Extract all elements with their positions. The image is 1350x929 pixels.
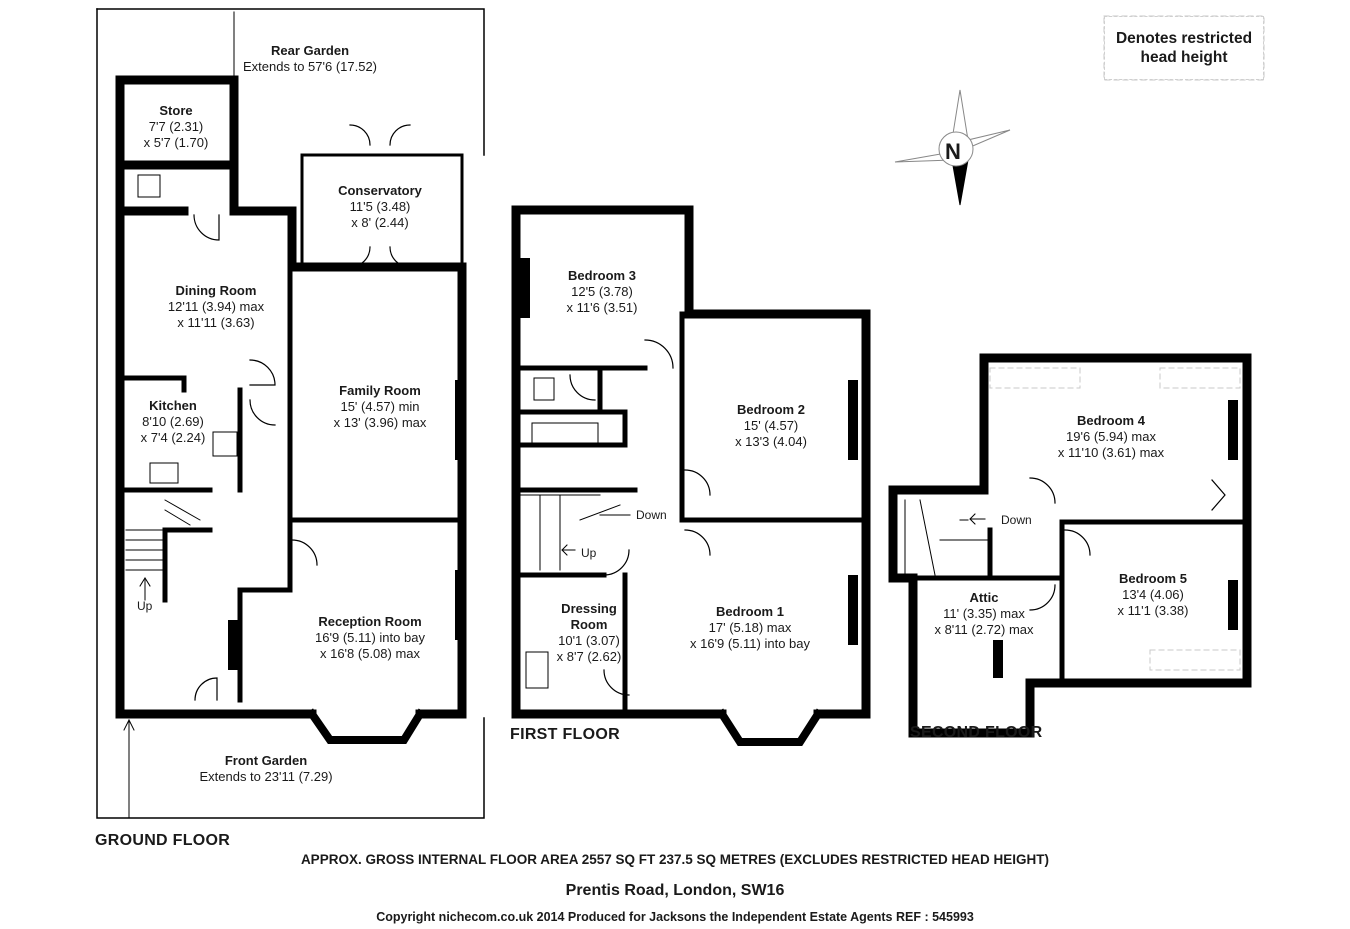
second-doors (1029, 477, 1226, 611)
ground-chimneys (228, 380, 465, 670)
bedroom-2-label: Bedroom 2 15' (4.57) x 13'3 (4.04) (735, 402, 807, 449)
ground-bay (306, 708, 426, 744)
compass-north-label: N (945, 139, 961, 164)
kitchen-label: Kitchen 8'10 (2.69) x 7'4 (2.24) (140, 398, 206, 445)
conservatory-label: Conservatory 11'5 (3.48) x 8' (2.44) (338, 183, 422, 230)
ground-doors (193, 124, 411, 701)
first-up-label: Up (581, 546, 597, 560)
address-text: Prentis Road, London, SW16 (565, 882, 785, 899)
ground-fixtures (137, 174, 238, 484)
ground-floor-title: GROUND FLOOR (95, 832, 231, 849)
bedroom-4-label: Bedroom 4 19'6 (5.94) max x 11'10 (3.61)… (1057, 413, 1165, 460)
compass-icon (894, 89, 1011, 206)
first-floor-title: FIRST FLOOR (510, 726, 620, 743)
bedroom-1-label: Bedroom 1 17' (5.18) max x 16'9 (5.11) i… (689, 604, 811, 651)
ground-stairs (125, 499, 201, 601)
first-fixtures (525, 377, 599, 689)
first-floor-walls (511, 205, 871, 719)
store-label: Store 7'7 (2.31) x 5'7 (1.70) (143, 103, 209, 150)
legend-line-1: Denotes restricted (1115, 30, 1253, 47)
second-stairs (904, 499, 991, 576)
second-down-label: Down (1001, 513, 1032, 527)
floor-area-text: APPROX. GROSS INTERNAL FLOOR AREA 2557 S… (300, 852, 1050, 867)
first-stairs (519, 494, 631, 571)
rear-garden-label: Rear Garden Extends to 57'6 (17.52) (242, 43, 378, 74)
bedroom-5-label: Bedroom 5 13'4 (4.06) x 11'1 (3.38) (1117, 571, 1189, 618)
restricted-height-legend: Denotes restricted head height (1104, 16, 1264, 80)
bedroom-3-label: Bedroom 3 12'5 (3.78) x 11'6 (3.51) (566, 268, 638, 315)
front-garden-label: Front Garden Extends to 23'11 (7.29) (199, 753, 333, 784)
first-doors (569, 339, 711, 696)
first-interior-walls (513, 311, 869, 717)
first-down-label: Down (636, 508, 667, 522)
second-floor-title: SECOND FLOOR (910, 724, 1043, 741)
ground-up-label: Up (137, 599, 153, 613)
reception-room-label: Reception Room 16'9 (5.11) into bay x 16… (315, 614, 425, 661)
second-interior-walls (905, 519, 1250, 686)
ground-interior-walls (119, 264, 465, 703)
first-bay (716, 708, 824, 746)
legend-line-2: head height (1140, 49, 1228, 66)
family-room-label: Family Room 15' (4.57) min x 13' (3.96) … (333, 383, 427, 430)
dressing-room-label: Dressing Room 10'1 (3.07) x 8'7 (2.62) (556, 601, 622, 664)
conservatory-walls (300, 153, 464, 269)
dining-room-label: Dining Room 12'11 (3.94) max x 11'11 (3.… (167, 283, 265, 330)
garden-boundary (96, 8, 485, 819)
copyright-text: Copyright nichecom.co.uk 2014 Produced f… (376, 910, 974, 924)
attic-label: Attic 11' (3.35) max x 8'11 (2.72) max (934, 590, 1034, 637)
